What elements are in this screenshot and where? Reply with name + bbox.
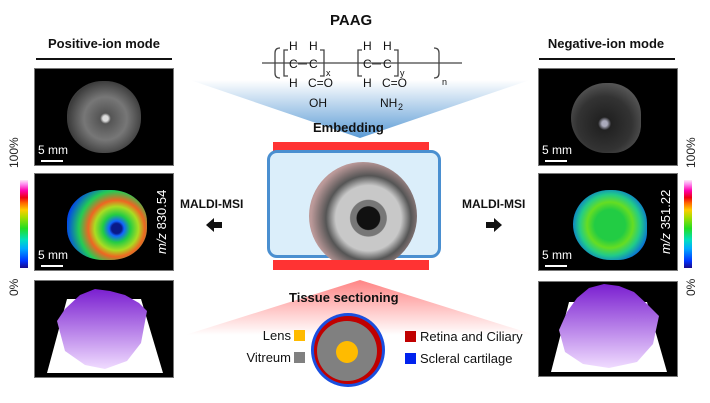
ion-heatmap bbox=[67, 190, 147, 260]
scale-bar bbox=[545, 265, 567, 267]
scale-bar bbox=[41, 160, 63, 162]
subscript-x: x bbox=[326, 68, 331, 78]
svg-text:H: H bbox=[289, 76, 298, 90]
legend: Lens Vitreum Retina and Ciliary Scleral … bbox=[240, 328, 540, 378]
svg-text:H: H bbox=[363, 39, 372, 53]
svg-text:H: H bbox=[363, 76, 372, 90]
colorbar-left bbox=[20, 180, 28, 268]
sectioning-funnel bbox=[185, 280, 535, 335]
msi-image-negative: 5 mm m/z 351.22 bbox=[538, 173, 678, 271]
colorbar-min-left: 0% bbox=[7, 278, 21, 296]
mz-label: m/z 830.54 bbox=[154, 190, 169, 254]
svg-text:H: H bbox=[309, 39, 318, 53]
negative-mode-title: Negative-ion mode bbox=[547, 36, 665, 51]
tissue-optical bbox=[571, 83, 641, 153]
mz-value: 351.22 bbox=[658, 189, 673, 230]
ion-heatmap bbox=[573, 190, 647, 260]
embedding-funnel bbox=[190, 80, 530, 138]
maldi-label-right: MALDI-MSI bbox=[462, 197, 526, 211]
svg-text:C=O: C=O bbox=[308, 76, 333, 90]
legend-label: Retina and Ciliary bbox=[420, 329, 523, 344]
3d-surface bbox=[47, 289, 163, 373]
mz-value: 830.54 bbox=[154, 189, 169, 230]
negative-mode-rule bbox=[539, 58, 675, 60]
maldi-label-left: MALDI-MSI bbox=[180, 197, 244, 211]
colorbar-max-right: 100% bbox=[684, 137, 698, 168]
mz-label: m/z 351.22 bbox=[658, 190, 673, 254]
red-slab-bottom bbox=[273, 260, 429, 270]
legend-label: Vitreum bbox=[246, 350, 291, 365]
subscript-n: n bbox=[442, 77, 447, 87]
svg-text:2: 2 bbox=[398, 102, 403, 112]
mz-prefix: m/z bbox=[154, 233, 169, 254]
legend-item-vitreum: Vitreum bbox=[246, 350, 305, 365]
legend-swatch bbox=[405, 331, 416, 342]
scale-bar bbox=[41, 265, 63, 267]
legend-swatch bbox=[294, 352, 305, 363]
svg-text:C: C bbox=[363, 57, 372, 71]
svg-text:H: H bbox=[289, 39, 298, 53]
scale-label: 5 mm bbox=[38, 143, 68, 157]
paag-title: PAAG bbox=[330, 12, 373, 29]
svg-text:C: C bbox=[383, 57, 392, 71]
legend-swatch bbox=[405, 353, 416, 364]
red-slab-top bbox=[273, 142, 429, 152]
svg-text:C: C bbox=[309, 57, 318, 71]
positive-mode-title: Positive-ion mode bbox=[48, 36, 160, 51]
legend-item-retina: Retina and Ciliary bbox=[405, 329, 523, 344]
3d-plot-negative bbox=[538, 281, 678, 377]
section-schematic bbox=[311, 313, 385, 387]
tissue-sectioning-label: Tissue sectioning bbox=[289, 290, 399, 305]
positive-mode-rule bbox=[36, 58, 172, 60]
svg-text:NH: NH bbox=[380, 96, 397, 110]
colorbar-min-right: 0% bbox=[684, 278, 698, 296]
3d-plot-positive bbox=[34, 280, 174, 378]
subscript-y: y bbox=[400, 68, 405, 78]
legend-swatch bbox=[294, 330, 305, 341]
scale-label: 5 mm bbox=[542, 248, 572, 262]
colorbar-max-left: 100% bbox=[7, 137, 21, 168]
3d-surface bbox=[551, 284, 667, 372]
scale-label: 5 mm bbox=[542, 143, 572, 157]
colorbar-right bbox=[684, 180, 692, 268]
eyeball bbox=[309, 162, 417, 270]
svg-text:OH: OH bbox=[309, 96, 327, 110]
legend-item-sclera: Scleral cartilage bbox=[405, 351, 513, 366]
embedding-label: Embedding bbox=[313, 120, 384, 135]
scale-bar bbox=[545, 160, 567, 162]
optical-image-negative: 5 mm bbox=[538, 68, 678, 166]
embedded-eye-block bbox=[267, 142, 451, 270]
svg-text:C: C bbox=[289, 57, 298, 71]
svg-text:C=O: C=O bbox=[382, 76, 407, 90]
svg-text:H: H bbox=[383, 39, 392, 53]
mz-prefix: m/z bbox=[658, 233, 673, 254]
optical-image-positive: 5 mm bbox=[34, 68, 174, 166]
right-arrow-icon bbox=[486, 218, 502, 232]
msi-image-positive: 5 mm m/z 830.54 bbox=[34, 173, 174, 271]
legend-label: Lens bbox=[262, 328, 291, 343]
left-arrow-icon bbox=[206, 218, 222, 232]
scale-label: 5 mm bbox=[38, 248, 68, 262]
legend-label: Scleral cartilage bbox=[420, 351, 513, 366]
legend-item-lens: Lens bbox=[263, 328, 305, 343]
tissue-optical bbox=[67, 81, 141, 153]
